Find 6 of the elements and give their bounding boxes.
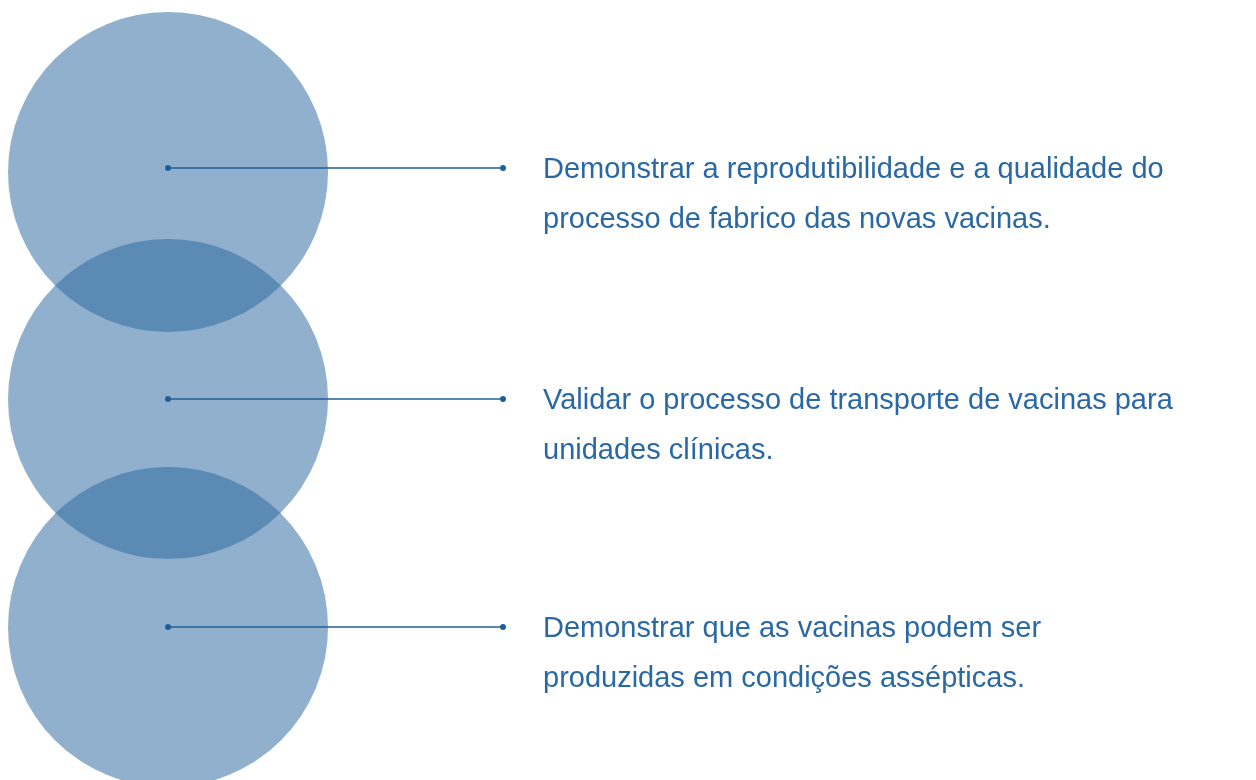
objective-text: Demonstrar a reprodutibilidade e a qualidade do processo de fabrico das novas vacinas. bbox=[503, 143, 1243, 243]
leader-line bbox=[165, 624, 506, 630]
objective-text: Validar o processo de transporte de vacinas para unidades clínicas. bbox=[503, 374, 1203, 474]
leader-line bbox=[165, 396, 506, 402]
objective-text: Demonstrar que as vacinas podem ser produzidas em condições assépticas. bbox=[503, 602, 1143, 702]
leader-line bbox=[165, 165, 506, 171]
